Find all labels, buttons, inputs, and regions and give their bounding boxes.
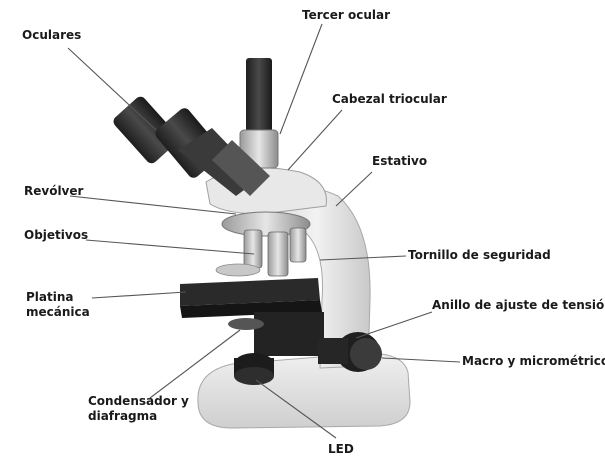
leader-objetivos <box>86 240 254 254</box>
microscope-base <box>198 353 410 428</box>
label-tornillo-seguridad: Tornillo de seguridad <box>408 248 551 263</box>
label-revolver: Revólver <box>24 184 83 199</box>
label-tercer-ocular: Tercer ocular <box>302 8 390 23</box>
stage-support <box>254 312 324 356</box>
third-ocular-tube <box>246 58 272 138</box>
leader-tercer-ocular <box>280 24 322 134</box>
label-estativo: Estativo <box>372 154 427 169</box>
label-platina-line2: mecánica <box>26 305 90 320</box>
leader-oculares <box>68 48 156 130</box>
microscope-illustration <box>111 58 410 428</box>
label-condensador-line1: Condensador y <box>88 394 189 409</box>
label-anillo-tension: Anillo de ajuste de tensión <box>432 298 605 313</box>
leader-cabezal <box>288 110 342 170</box>
label-condensador-line2: diafragma <box>88 409 189 424</box>
label-platina-line1: Platina <box>26 290 90 305</box>
leader-estativo <box>336 172 372 206</box>
label-platina-mecanica: Platina mecánica <box>26 290 90 320</box>
label-cabezal-triocular: Cabezal triocular <box>332 92 447 107</box>
condenser <box>228 318 264 330</box>
label-oculares: Oculares <box>22 28 81 43</box>
focus-knob-inner <box>350 338 382 370</box>
label-macro-micrometrico: Macro y micrométrico <box>462 354 605 369</box>
label-led: LED <box>328 442 354 457</box>
label-condensador-diafragma: Condensador y diafragma <box>88 394 189 424</box>
label-objetivos: Objetivos <box>24 228 88 243</box>
leader-platina <box>92 292 186 298</box>
